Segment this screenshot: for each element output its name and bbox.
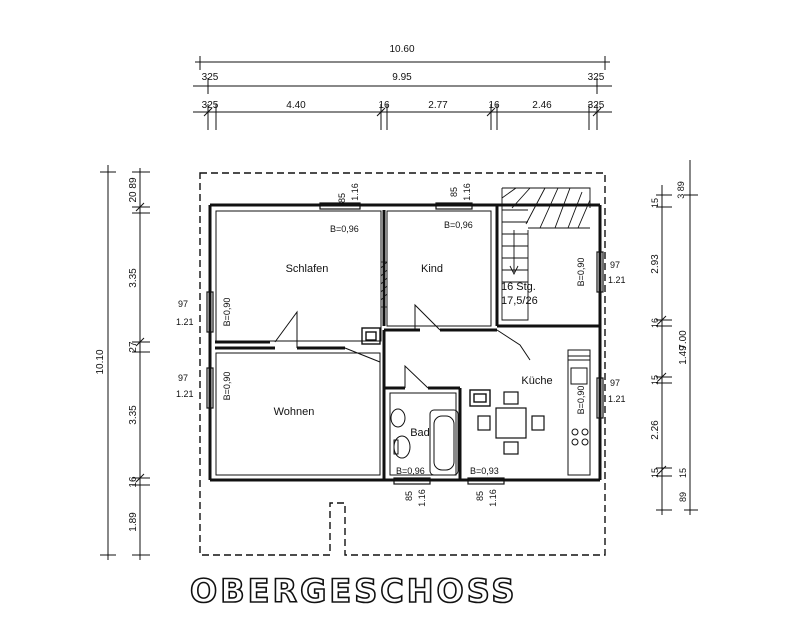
dim-right-seg-3: 16 [650,318,660,328]
room-bad-label: Bad [410,427,430,439]
partition-hatch [380,261,388,308]
dim-right-seg-2: 2.93 [650,254,661,274]
room-kind-label: Kind [421,263,443,275]
room-wohnen-label: Wohnen [274,406,315,418]
dim-right-seg-4: 1.49 [678,345,689,365]
dim-right-total: 7.00 [678,330,689,350]
window-stair-right-2: 1.21 [608,275,626,285]
balcony-outline [199,172,606,556]
dim-left-seg-2: 3.35 [128,268,139,288]
window-kueche-right-2: 1.21 [608,394,626,404]
window-kind-h1: 85 [449,187,459,197]
dim-right-seg-1b: 3 89 [676,181,686,199]
room-schlafen-label: Schlafen [286,263,329,275]
top-dimension-lines [193,56,612,130]
window-bad-bottom-h2: 1.16 [417,489,427,507]
window-wohnen-left-1: 97 [178,373,188,383]
dim-right-seg-6: 2.26 [650,420,661,440]
dim-top-seg-5: 2.46 [532,100,552,111]
window-bad-bottom-h1: 85 [404,491,414,501]
window-markers [206,202,604,485]
bathroom-fixtures [390,408,459,476]
dim-top-seg-1: 4.40 [286,100,306,111]
window-kind-b: B=0,96 [444,220,473,230]
dim-top-end-left-2: 325 [202,100,219,111]
room-kueche-label: Küche [521,375,552,387]
walls [208,203,602,482]
dim-left-seg-3: 27 [128,341,139,353]
dim-top-inner: 9.95 [392,72,412,83]
dim-right-seg-1: 15 [650,198,660,208]
window-stair-right-b: B=0,90 [576,258,586,287]
stairs-steps-label: 16 Stg. [501,281,536,293]
door-swings [274,303,531,389]
right-dimension-lines [656,160,698,515]
dim-top-total: 10.60 [389,44,414,55]
window-wohnen-left-b: B=0,90 [222,372,232,401]
dim-left-seg-6: 1.89 [128,512,139,532]
dim-right-seg-7: 15 [650,468,660,478]
dim-right-seg-8: 89 [678,492,688,502]
dim-top-end-right: 325 [588,72,605,83]
dim-left-seg-5: 16 [128,476,139,488]
dim-top-seg-2: 16 [378,100,390,111]
window-wohnen-left-2: 1.21 [176,389,194,399]
dim-left-seg-1: 20 89 [128,177,139,202]
window-kueche-right-b: B=0,90 [576,386,586,415]
window-schlafen-h1: 85 [337,193,347,203]
dim-right-seg-5: 15 [650,375,660,385]
left-dimension-lines [100,165,150,560]
window-schlafen-h2: 1.16 [350,183,360,201]
kitchen-fixtures [567,349,591,476]
window-stair-right-1: 97 [610,260,620,270]
window-kueche-right-1: 97 [610,378,620,388]
window-schlafen-left-1: 97 [178,299,188,309]
window-kueche-bottom-h1: 85 [475,491,485,501]
dim-top-seg-4: 16 [488,100,500,111]
window-schlafen-left-2: 1.21 [176,317,194,327]
plan-title: OBERGESCHOSS [189,571,518,611]
staircase [501,187,591,321]
stairs-ratio-label: 17,5/26 [501,295,538,307]
dim-top-end-right-2: 325 [588,100,605,111]
window-schlafen-left-b: B=0,90 [222,298,232,327]
dim-right-seg-7b: 15 [678,468,688,478]
dim-left-seg-4: 3.35 [128,405,139,425]
window-kueche-bottom-h2: 1.16 [488,489,498,507]
dim-top-end-left: 325 [202,72,219,83]
dim-top-seg-3: 2.77 [428,100,448,111]
dining-table [477,391,545,455]
window-kueche-bottom-b: B=0,93 [470,466,499,476]
dim-left-total: 10.10 [95,349,106,374]
chimney [361,327,491,407]
window-bad-bottom-b: B=0,96 [396,466,425,476]
window-schlafen-b: B=0,96 [330,224,359,234]
window-kind-h2: 1.16 [462,183,472,201]
